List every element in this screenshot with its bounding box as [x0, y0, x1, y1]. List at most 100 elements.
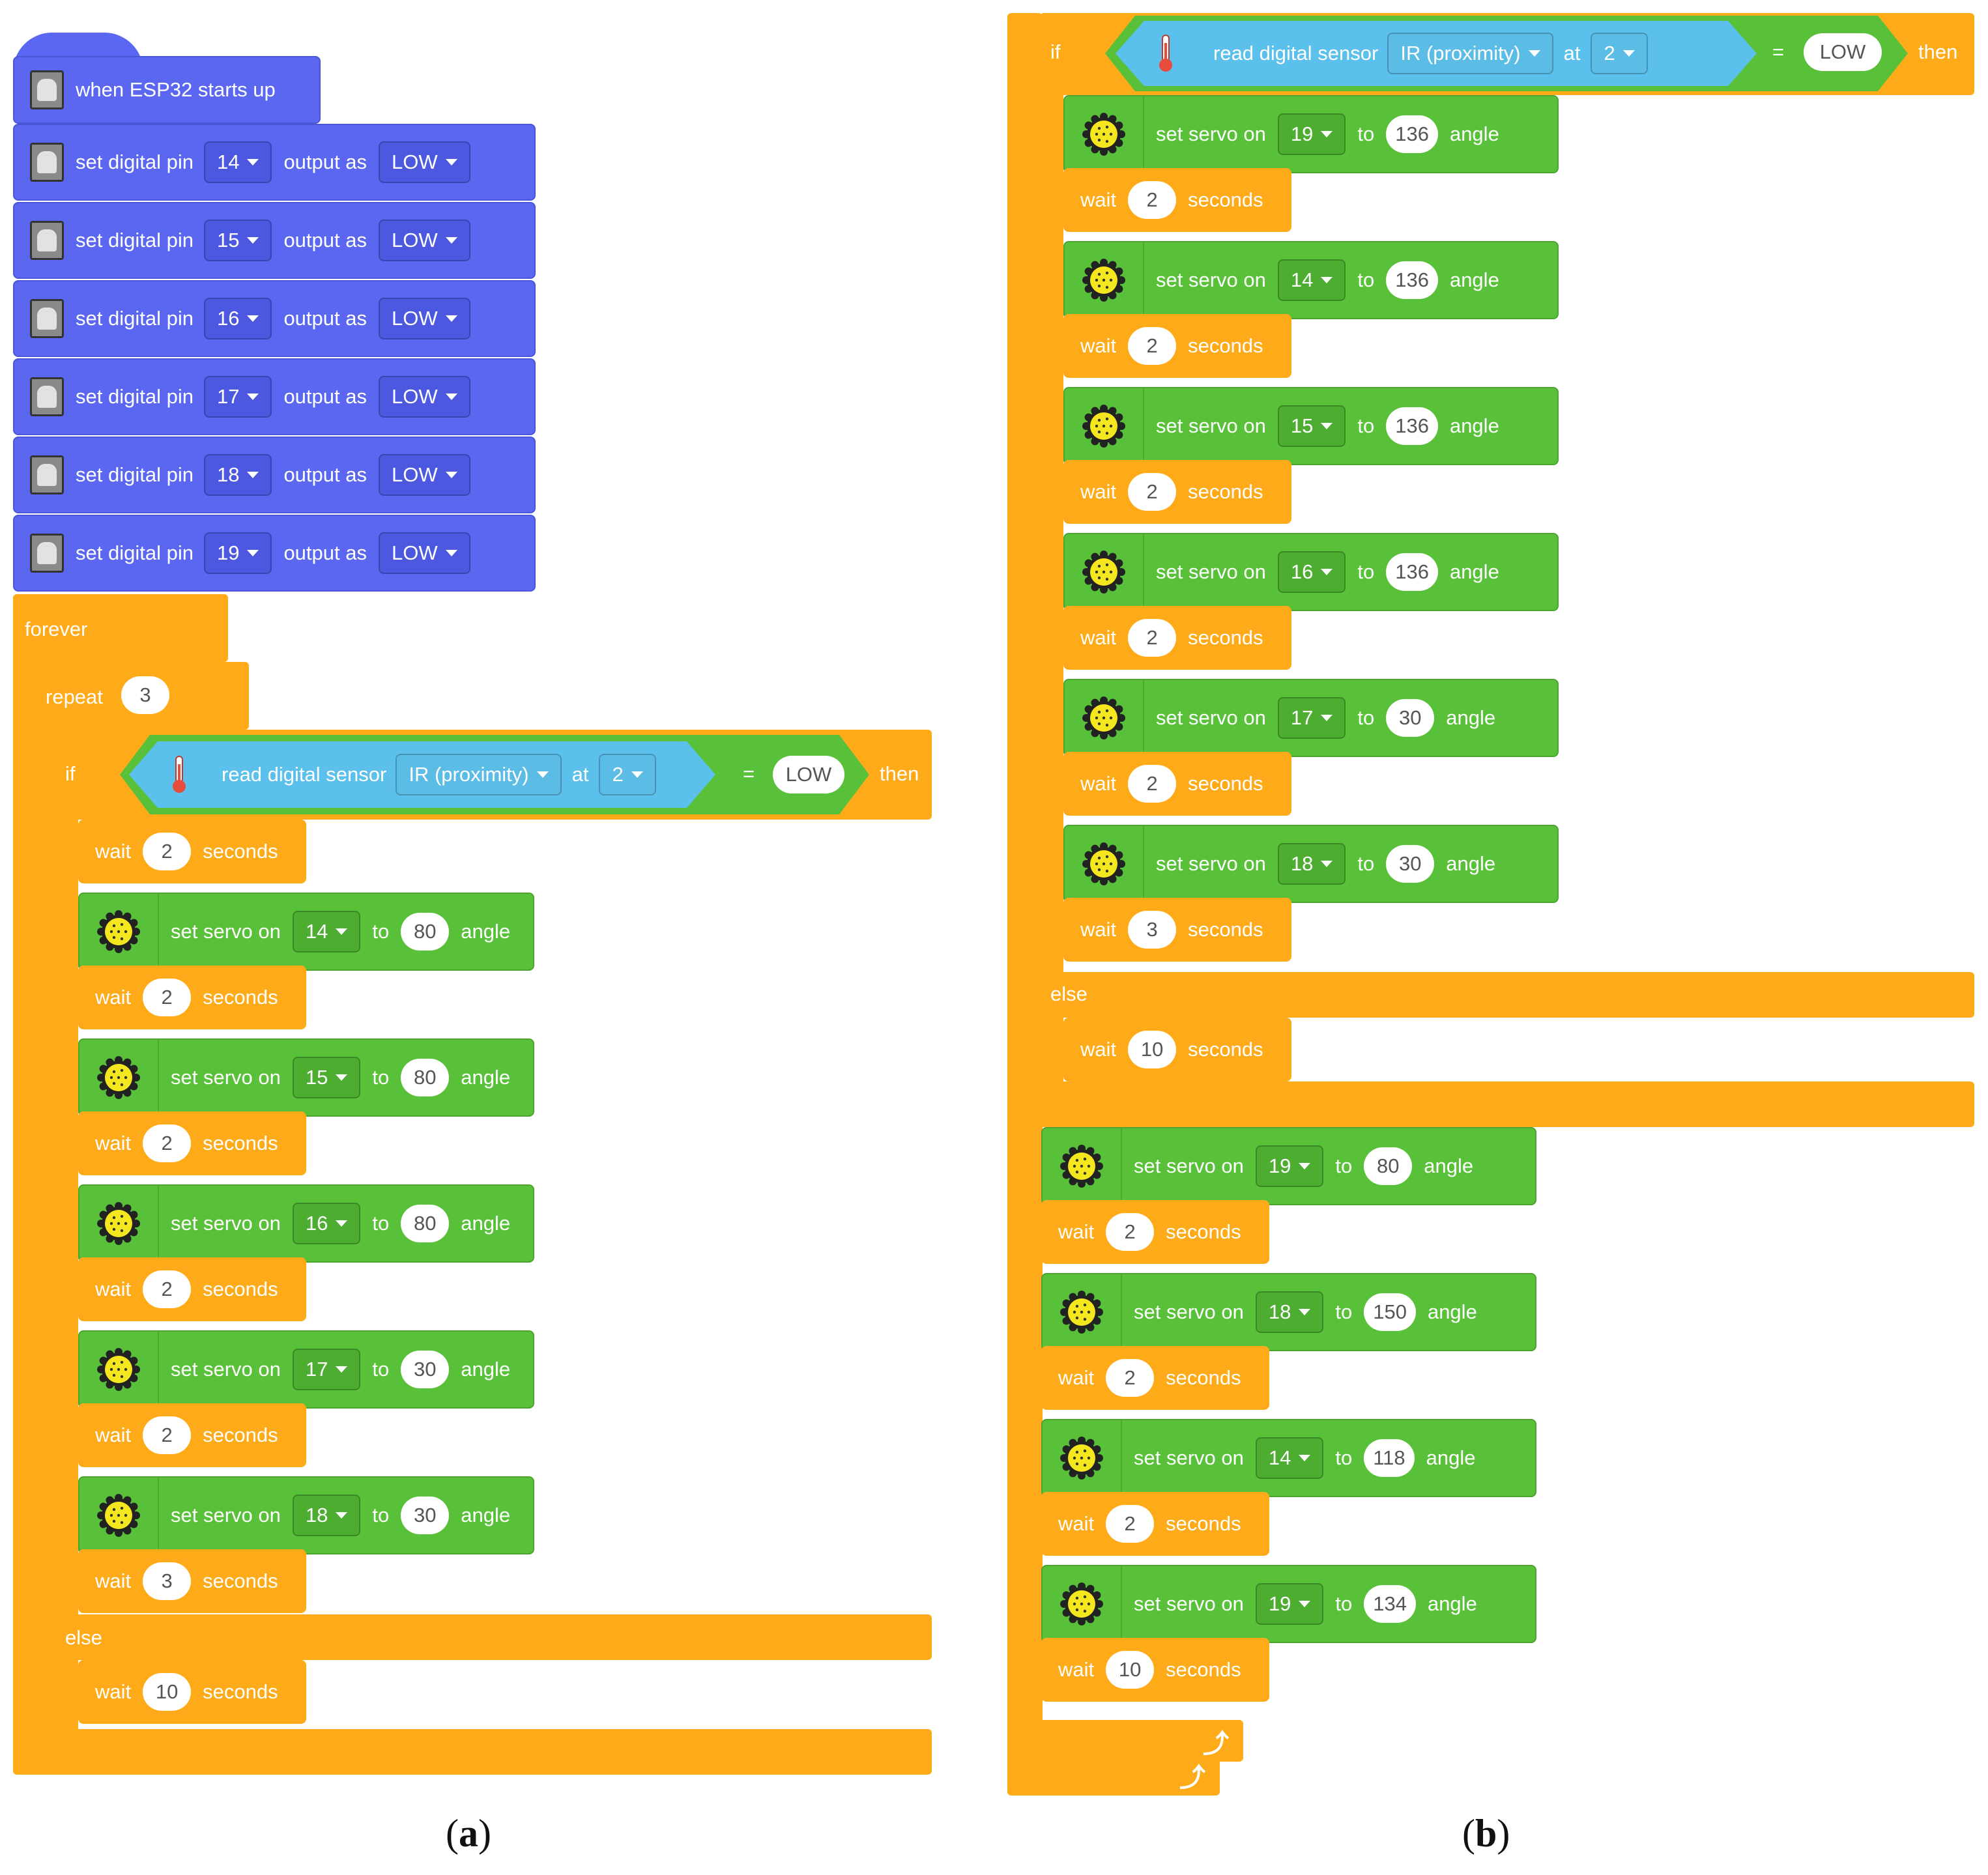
servo-pin-dropdown[interactable]: 14 [1277, 259, 1346, 301]
servo-angle-input[interactable]: 80 [401, 1205, 450, 1242]
pin-number-dropdown[interactable]: 15 [203, 220, 272, 261]
servo-pin-dropdown[interactable]: 18 [1255, 1291, 1324, 1333]
servo-pin-dropdown[interactable]: 19 [1255, 1583, 1324, 1625]
servo-angle-input[interactable]: 30 [1386, 845, 1435, 883]
servo-angle-input[interactable]: 136 [1386, 407, 1438, 445]
servo-pin-dropdown[interactable]: 18 [292, 1495, 361, 1536]
pin-level-dropdown[interactable]: LOW [378, 454, 470, 496]
repeat-count[interactable]: 3 [121, 676, 169, 714]
pin-level-dropdown[interactable]: LOW [378, 532, 470, 574]
wait-seconds-input[interactable]: 10 [1128, 1031, 1177, 1068]
compare-value-a[interactable]: LOW [773, 756, 844, 794]
wait-seconds-input[interactable]: 2 [1128, 473, 1177, 511]
servo-pin-dropdown[interactable]: 19 [1277, 113, 1346, 155]
wait-seconds-input[interactable]: 2 [1106, 1359, 1155, 1397]
digital-sensor-reporter-a[interactable]: read digital sensor IR (proximity) at 2 [129, 741, 715, 808]
servo-angle-input[interactable]: 118 [1364, 1439, 1415, 1477]
servo-angle-input[interactable]: 150 [1364, 1293, 1416, 1331]
wait-seconds-input[interactable]: 3 [143, 1562, 192, 1600]
servo-angle-input[interactable]: 30 [401, 1351, 450, 1388]
wait-seconds-input[interactable]: 2 [143, 1416, 192, 1454]
servo-angle-input[interactable]: 80 [401, 913, 450, 951]
wait-seconds-input[interactable]: 2 [1128, 619, 1177, 657]
servo-pin-dropdown[interactable]: 15 [1277, 405, 1346, 447]
sensor-pin-dropdown-b[interactable]: 2 [1591, 33, 1647, 74]
pin-number-dropdown[interactable]: 14 [203, 141, 272, 183]
servo-pin-dropdown[interactable]: 14 [1255, 1437, 1324, 1479]
servo-pin-dropdown[interactable]: 14 [292, 911, 361, 952]
wait-seconds-input[interactable]: 2 [1128, 181, 1177, 219]
wait-seconds-input[interactable]: 10 [143, 1673, 192, 1711]
servo-angle-input[interactable]: 30 [1386, 699, 1435, 737]
servo-angle-input[interactable]: 136 [1386, 115, 1438, 153]
pin-level-dropdown[interactable]: LOW [378, 141, 470, 183]
wait-seconds-input[interactable]: 10 [1106, 1651, 1155, 1689]
servo-angle-input[interactable]: 134 [1364, 1585, 1416, 1623]
servo-pin-dropdown[interactable]: 16 [1277, 551, 1346, 593]
wait-seconds-input[interactable]: 2 [1106, 1505, 1155, 1543]
servo-pin-dropdown[interactable]: 15 [292, 1057, 361, 1098]
wait-seconds-input[interactable]: 2 [143, 1124, 192, 1162]
wait-seconds-input[interactable]: 2 [1106, 1213, 1155, 1251]
sensor-pin-dropdown-a[interactable]: 2 [599, 754, 655, 795]
pin-number-dropdown[interactable]: 18 [203, 454, 272, 496]
pin-level-dropdown[interactable]: LOW [378, 298, 470, 339]
servo-angle-input[interactable]: 80 [401, 1059, 450, 1096]
servo-pin-dropdown[interactable]: 18 [1277, 843, 1346, 885]
servo-pin-dropdown[interactable]: 19 [1255, 1145, 1324, 1187]
servo-pin-dropdown[interactable]: 17 [292, 1349, 361, 1390]
wait-seconds-input[interactable]: 2 [143, 833, 192, 870]
servo-pin-dropdown[interactable]: 16 [292, 1203, 361, 1244]
wait-seconds-input[interactable]: 3 [1128, 911, 1177, 949]
pin-number-dropdown[interactable]: 17 [203, 376, 272, 418]
sensor-type-dropdown-b[interactable]: IR (proximity) [1387, 33, 1553, 74]
wait-seconds-input[interactable]: 2 [1128, 327, 1177, 365]
wait-seconds-input[interactable]: 2 [1128, 765, 1177, 803]
servo-angle-input[interactable]: 80 [1364, 1147, 1413, 1185]
wait-seconds-input[interactable]: 2 [143, 1270, 192, 1308]
when-starts-hat-block[interactable]: when ESP32 starts up [13, 56, 321, 124]
pin-number-dropdown[interactable]: 16 [203, 298, 272, 339]
servo-angle-input[interactable]: 30 [401, 1496, 450, 1534]
pin-level-dropdown[interactable]: LOW [378, 376, 470, 418]
compare-value-b[interactable]: LOW [1804, 33, 1882, 71]
servo-angle-input[interactable]: 136 [1386, 553, 1438, 591]
digital-sensor-reporter-b[interactable]: read digital sensor IR (proximity) at 2 [1116, 21, 1757, 86]
pin-level-dropdown[interactable]: LOW [378, 220, 470, 261]
servo-angle-input[interactable]: 136 [1386, 261, 1438, 299]
